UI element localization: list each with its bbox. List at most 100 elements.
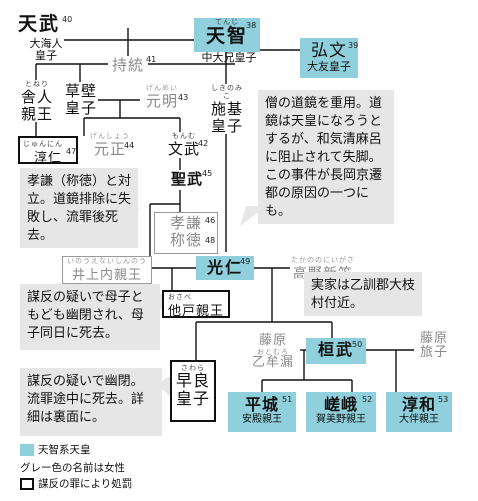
- reign-number: 45: [202, 169, 213, 178]
- person-shomu: 聖武 45: [162, 169, 213, 188]
- person-title: 親王: [20, 104, 53, 123]
- note-junnin: 孝謙（称徳）と対立。道鏡排除に失敗し、流罪後死去。: [20, 168, 138, 248]
- person-name: 孝謙: [169, 214, 202, 232]
- legend-label: 謀反の罪により処罰: [38, 478, 133, 490]
- person-junna: 淳和 53 大伴親王: [386, 392, 452, 432]
- legend-swatch-frame: [20, 477, 34, 490]
- alias: 中大兄皇子: [201, 51, 257, 64]
- person-name: 他戸親王: [167, 304, 224, 319]
- person-name: 施基: [210, 100, 243, 118]
- legend-label: 天智系天皇: [38, 444, 91, 456]
- legend-gray: グレー色の名前は女性: [20, 460, 125, 475]
- legend-label: グレー色の名前は女性: [20, 462, 125, 474]
- alias-line1: 大海人: [29, 37, 63, 50]
- person-name: 井上内親王: [71, 268, 142, 283]
- note-inoue-osabe: 謀反の疑いで母子ともども幽閉され、母子同日に死去。: [20, 284, 160, 350]
- note-dokyo: 僧の道鏡を重用。道鏡は天皇になろうとするが、和気清麻呂に阻止されて失脚。この事件…: [258, 90, 394, 224]
- alias-line2: 皇子: [35, 49, 57, 63]
- reign-number: 42: [198, 139, 209, 148]
- person-name: 桓武: [317, 340, 354, 359]
- person-heizei: 平城 51 安殿親王: [228, 392, 296, 432]
- person-monmu: もんむ 文武 42: [160, 132, 208, 158]
- legend-blue: 天智系天皇: [20, 442, 91, 457]
- person-name: 嵯峨: [323, 395, 358, 414]
- person-koken-shotoku: 孝謙 46 称徳 48: [154, 212, 218, 254]
- person-title: 皇子: [210, 116, 243, 135]
- ruby: しきのみこ: [211, 84, 243, 100]
- legend-frame: 謀反の罪により処罰: [20, 476, 132, 491]
- person-kanmu: 桓武 50: [306, 338, 366, 364]
- reign-number: 43: [178, 93, 189, 102]
- person-name: 天武: [17, 13, 60, 35]
- reign-number: 39: [348, 41, 359, 50]
- reign-number: 41: [146, 55, 157, 64]
- person-name: 旅子: [419, 345, 448, 361]
- ruby: たかののにいがさ: [291, 256, 355, 264]
- person-name: 聖武: [170, 170, 203, 188]
- ruby: おとむろ: [257, 348, 289, 357]
- person-name: 乙牟漏: [251, 355, 294, 371]
- reign-number: 52: [362, 395, 373, 404]
- person-tenji-alias: 中大兄皇子: [196, 51, 262, 64]
- person-saga: 嵯峨 52 賀美野親王: [306, 392, 376, 432]
- person-name: 淳仁: [33, 151, 62, 166]
- alias: 賀美野親王: [316, 413, 366, 425]
- ruby: いのうえないしんのう: [67, 257, 147, 265]
- person-title: 皇子: [64, 98, 97, 117]
- note-niigasa-home: 実家は乙訓郡大枝村付近。: [304, 272, 422, 316]
- person-name: 元正: [93, 140, 126, 158]
- person-shiki: しきのみこ 施基 皇子: [210, 84, 244, 135]
- person-name: 光仁: [206, 258, 243, 277]
- person-name: 元明: [145, 92, 178, 110]
- person-name: 持統: [111, 56, 144, 74]
- clan-name: 藤原: [419, 331, 448, 346]
- ruby: てんじ: [215, 18, 239, 26]
- person-name: 舎人: [20, 88, 53, 106]
- person-name: 天智: [205, 25, 248, 47]
- person-gensho: げんしょう 元正 44: [86, 132, 134, 158]
- person-name-alt: 称徳: [169, 230, 202, 249]
- ruby: げんしょう: [90, 132, 130, 140]
- person-name: 文武: [167, 140, 200, 158]
- reign-number: 53: [438, 395, 449, 404]
- person-fujiwara-tabiko: 藤原 旅子: [414, 331, 454, 361]
- note-sawara: 謀反の疑いで幽閉。流罪途中に死去。詳細は裏面に。: [20, 368, 162, 436]
- alias: 大伴親王: [399, 413, 439, 425]
- person-genmei: げんめい 元明 43: [140, 84, 188, 110]
- person-name: 草壁: [64, 82, 97, 100]
- reign-number: 49: [240, 257, 251, 266]
- reign-number: 47: [66, 147, 77, 156]
- person-name: 弘文: [311, 41, 347, 61]
- person-tenji: てんじ 天智 38: [194, 18, 260, 52]
- legend-swatch-blue: [20, 443, 34, 456]
- ruby: もんむ: [172, 132, 196, 140]
- ruby: おさべ: [168, 293, 192, 301]
- reign-number: 40: [62, 15, 73, 24]
- ruby: さわら: [181, 364, 205, 372]
- person-kobun: 弘文 39 大友皇子: [300, 38, 358, 78]
- reign-number: 46: [205, 216, 216, 225]
- person-osabe: おさべ 他戸親王: [162, 290, 230, 319]
- person-inoue: いのうえないしんのう 井上内親王: [62, 256, 152, 285]
- alias: 安殿親王: [242, 413, 282, 425]
- reign-number-alt: 48: [205, 236, 216, 245]
- person-name: 淳和: [401, 395, 436, 414]
- person-fujiwara-otomuro: 藤原 おとむろ 乙牟漏: [246, 333, 300, 371]
- person-kusakabe: 草壁 皇子: [64, 82, 98, 117]
- person-sawara: さわら 早良 皇子: [170, 360, 216, 422]
- ruby: げんめい: [146, 84, 178, 92]
- person-jito: 持統 41: [108, 55, 156, 74]
- reign-number: 44: [124, 141, 135, 150]
- person-name: 平城: [244, 395, 279, 414]
- person-tenmu-alias: 大海人 皇子: [26, 37, 66, 63]
- clan-name: 藤原: [258, 333, 287, 348]
- person-tenmu: 天武 40: [14, 13, 72, 35]
- ruby: じゅんにん: [23, 140, 63, 148]
- reign-number: 51: [282, 395, 293, 404]
- person-konin: 光仁 49: [196, 256, 254, 280]
- person-toneri: とねり 舎人 親王: [18, 80, 56, 123]
- person-title: 皇子: [175, 388, 210, 408]
- person-junnin: じゅんにん 淳仁 47: [18, 136, 78, 166]
- reign-number: 50: [352, 340, 363, 349]
